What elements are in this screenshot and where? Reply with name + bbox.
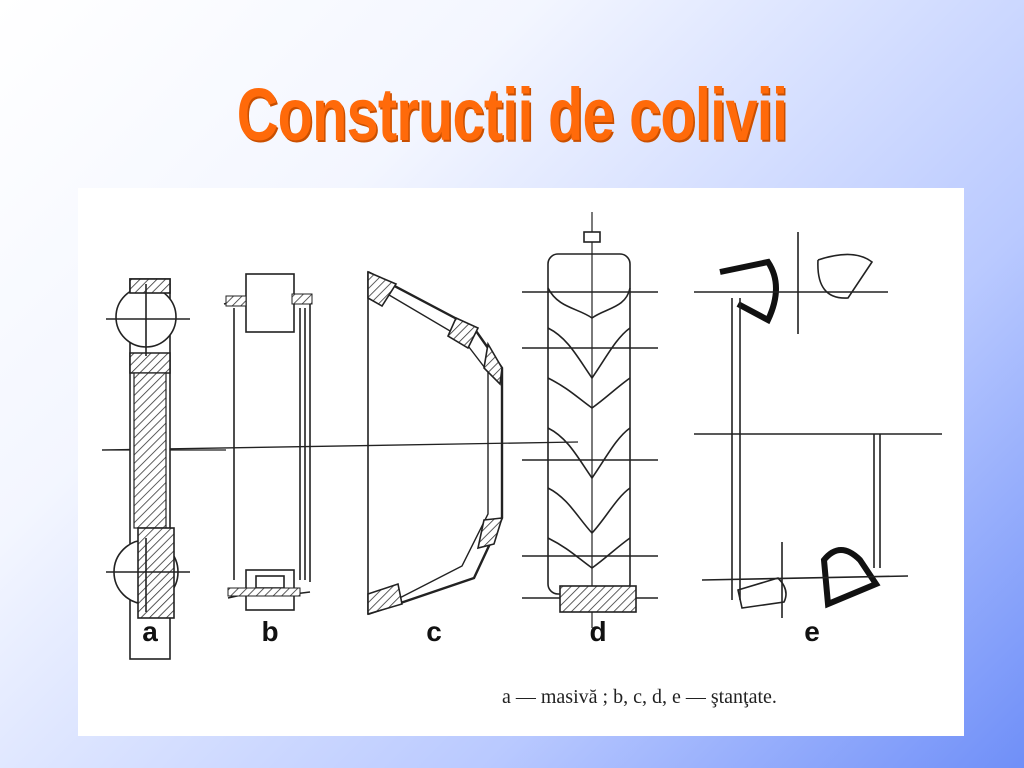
cage-constructions-figure: a b c d e a — masivă ; b, c, d, e — ştan… xyxy=(78,188,964,736)
figure-caption: a — masivă ; b, c, d, e — ştanţate. xyxy=(502,686,777,708)
cage-drawings xyxy=(101,212,942,660)
drawing-c xyxy=(367,270,504,616)
drawing-d xyxy=(522,212,658,628)
label-b: b xyxy=(261,616,279,647)
label-e: e xyxy=(804,616,820,647)
label-a: a xyxy=(142,616,158,647)
drawing-b xyxy=(223,273,313,611)
drawing-a xyxy=(106,278,190,660)
label-c: c xyxy=(426,616,442,647)
drawing-e xyxy=(694,232,942,618)
slide-title: Constructii de colivii xyxy=(236,73,788,156)
label-d: d xyxy=(589,616,607,647)
